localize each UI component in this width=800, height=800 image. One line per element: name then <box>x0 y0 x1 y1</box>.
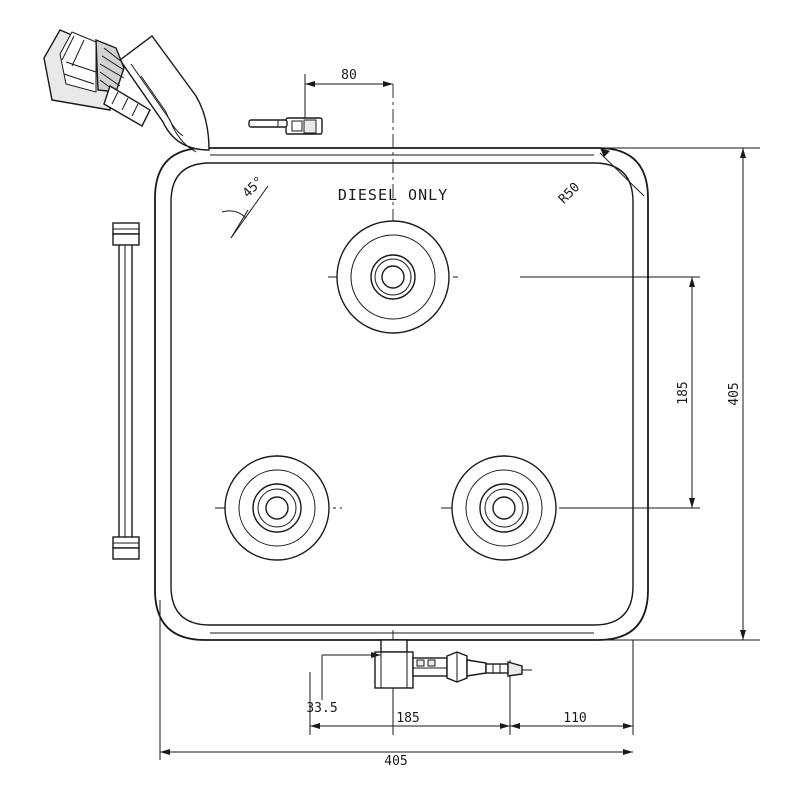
dimension-right-405: 405 <box>727 148 746 640</box>
dimension-top-80: 80 <box>305 68 393 87</box>
top-vent-fitting <box>248 117 323 135</box>
right-outlet-port <box>451 455 557 561</box>
dimension-bottom-405-text: 405 <box>384 754 407 769</box>
dimension-bottom-185-text: 185 <box>396 711 419 726</box>
annotation-radius-r50-text: R50 <box>556 180 583 207</box>
center-lines <box>215 84 568 700</box>
left-mounting-bar <box>112 222 140 560</box>
dimension-bottom-185: 185 <box>310 711 510 729</box>
dimension-bottom-110-text: 110 <box>563 711 586 726</box>
bottom-drain-valve <box>374 639 532 689</box>
top-fill-port <box>336 220 450 334</box>
left-outlet-port <box>224 455 330 561</box>
dimension-right-185-text: 185 <box>676 381 691 404</box>
diesel-only-label: DIESEL ONLY <box>338 186 448 204</box>
annotation-angle-45: 45° <box>221 174 269 239</box>
dimension-bottom-405: 405 <box>160 749 633 769</box>
dimension-right-405-text: 405 <box>727 382 742 405</box>
dimension-33-5-text: 33.5 <box>306 701 337 716</box>
dimension-bottom-110: 110 <box>510 711 633 729</box>
dimension-top-80-text: 80 <box>341 68 357 83</box>
fill-cap <box>43 29 151 127</box>
fill-neck-assembly <box>43 29 210 153</box>
annotation-angle-45-text: 45° <box>240 174 267 201</box>
dimension-right-185: 185 <box>676 277 695 508</box>
dimension-33-5: 33.5 <box>306 652 381 716</box>
